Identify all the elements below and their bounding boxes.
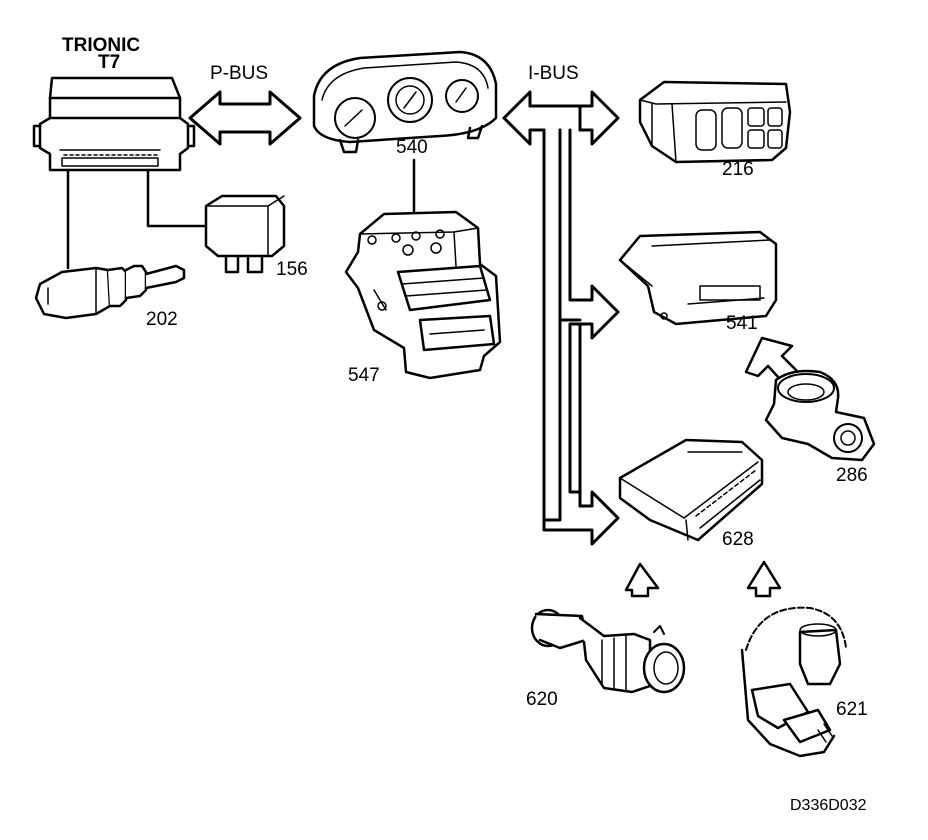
sensor-621 — [740, 606, 847, 758]
label-547: 547 — [348, 365, 380, 386]
label-620: 620 — [526, 689, 558, 710]
sensor-202 — [34, 264, 186, 320]
label-628: 628 — [722, 529, 754, 550]
pbus-arrow — [188, 90, 302, 146]
arrow-620-to-628 — [624, 562, 660, 598]
label-286: 286 — [836, 465, 868, 486]
abs-unit-547 — [344, 210, 502, 380]
arrow-621-to-628 — [746, 560, 782, 598]
panel-216 — [638, 80, 792, 164]
ibus-top-shaft — [528, 90, 620, 146]
label-541: 541 — [726, 313, 758, 334]
line-trionic-156 — [146, 168, 206, 228]
label-202: 202 — [146, 309, 178, 330]
label-621: 621 — [836, 699, 868, 720]
label-540: 540 — [396, 137, 428, 158]
relay-156 — [204, 194, 286, 274]
trionic-title-line2: T7 — [98, 52, 121, 73]
ibus-label: I-BUS — [528, 63, 579, 84]
instrument-cluster-540 — [312, 50, 498, 154]
sensor-620 — [530, 608, 686, 694]
pbus-label: P-BUS — [210, 63, 269, 84]
module-628 — [618, 438, 764, 542]
figure-code: D336D032 — [790, 797, 867, 814]
trionic-title-line1: TRIONIC — [62, 35, 141, 56]
label-156: 156 — [276, 259, 308, 280]
label-216: 216 — [722, 159, 754, 180]
trionic-t7-unit — [32, 76, 196, 172]
switch-286 — [764, 369, 876, 462]
display-541 — [618, 230, 778, 326]
